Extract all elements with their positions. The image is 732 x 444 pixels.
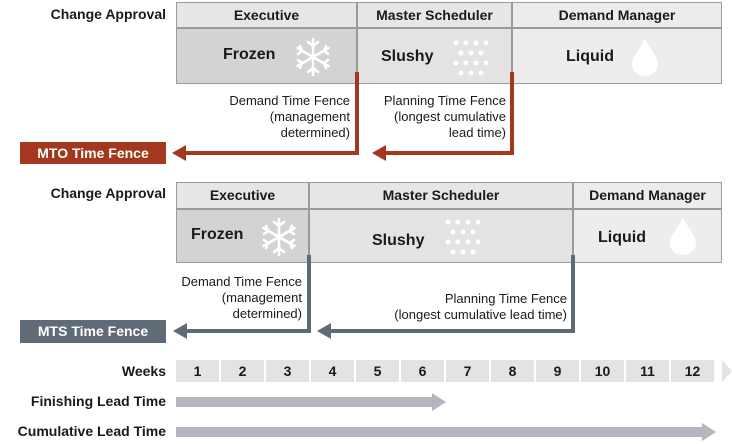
week-cell: 1	[176, 360, 219, 382]
week-cell: 8	[491, 360, 534, 382]
mts-header-demand-manager: Demand Manager	[573, 182, 722, 209]
mto-liquid-zone: Liquid	[512, 28, 722, 84]
mts-demand-fence-text: Demand Time Fence (management determined…	[181, 274, 302, 321]
mts-planning-fence-arrow	[317, 255, 575, 339]
dots-icon	[445, 219, 481, 255]
mto-planning-fence-text: Planning Time Fence (longest cumulative …	[383, 93, 506, 140]
droplet-icon	[670, 218, 696, 255]
mts-liquid-zone: Liquid	[573, 209, 722, 263]
mto-header-demand-manager: Demand Manager	[512, 2, 722, 28]
week-cell: 9	[536, 360, 579, 382]
mts-change-approval-label: Change Approval	[50, 185, 166, 201]
finishing-lead-time-bar	[176, 393, 446, 411]
week-cell: 11	[626, 360, 669, 382]
week-cell: 2	[221, 360, 264, 382]
mto-frozen-label: Frozen	[223, 46, 276, 63]
mto-demand-fence-arrow	[172, 72, 359, 161]
mts-demand-fence-arrow	[173, 255, 311, 339]
mts-slushy-label: Slushy	[372, 232, 425, 249]
mto-change-approval-label: Change Approval	[50, 6, 166, 22]
mto-slushy-zone: Slushy	[357, 28, 512, 84]
mts-liquid-label: Liquid	[598, 229, 646, 246]
mts-planning-fence-text: Planning Time Fence (longest cumulative …	[394, 291, 567, 322]
snowflake-icon	[296, 37, 330, 77]
cumulative-lead-time-bar	[176, 423, 716, 441]
weeks-timeline: 1 2 3 4 5 6 7 8 9 10 11 12	[176, 360, 724, 382]
mto-frozen-zone: Frozen	[176, 28, 357, 84]
mts-frozen-zone: Frozen	[176, 209, 309, 263]
droplet-icon	[632, 39, 658, 76]
week-cell: 6	[401, 360, 444, 382]
mto-time-fence-tag: MTO Time Fence	[20, 142, 166, 164]
weeks-label: Weeks	[121, 363, 166, 379]
mto-planning-fence-arrow	[372, 72, 514, 161]
finishing-lead-time-label: Finishing Lead Time	[30, 393, 166, 409]
week-cell: 7	[446, 360, 489, 382]
week-cell: 4	[311, 360, 354, 382]
mto-header-executive: Executive	[176, 2, 357, 28]
dots-icon	[453, 40, 489, 76]
cumulative-lead-time-label: Cumulative Lead Time	[17, 423, 166, 439]
week-cell: 12	[671, 360, 714, 382]
mts-time-fence-tag: MTS Time Fence	[20, 320, 166, 343]
mts-header-executive: Executive	[176, 182, 309, 209]
week-cell: 3	[266, 360, 309, 382]
mto-liquid-label: Liquid	[566, 48, 614, 65]
mto-header-master-scheduler: Master Scheduler	[357, 2, 512, 28]
week-cell: 5	[356, 360, 399, 382]
snowflake-icon	[262, 217, 296, 257]
mts-slushy-zone: Slushy	[309, 209, 573, 263]
mto-demand-fence-text: Demand Time Fence (management determined…	[229, 93, 350, 140]
mto-slushy-label: Slushy	[381, 48, 434, 65]
timeline-arrow-head	[722, 360, 732, 382]
mts-frozen-label: Frozen	[191, 226, 244, 243]
mts-header-master-scheduler: Master Scheduler	[309, 182, 573, 209]
week-cell: 10	[581, 360, 624, 382]
